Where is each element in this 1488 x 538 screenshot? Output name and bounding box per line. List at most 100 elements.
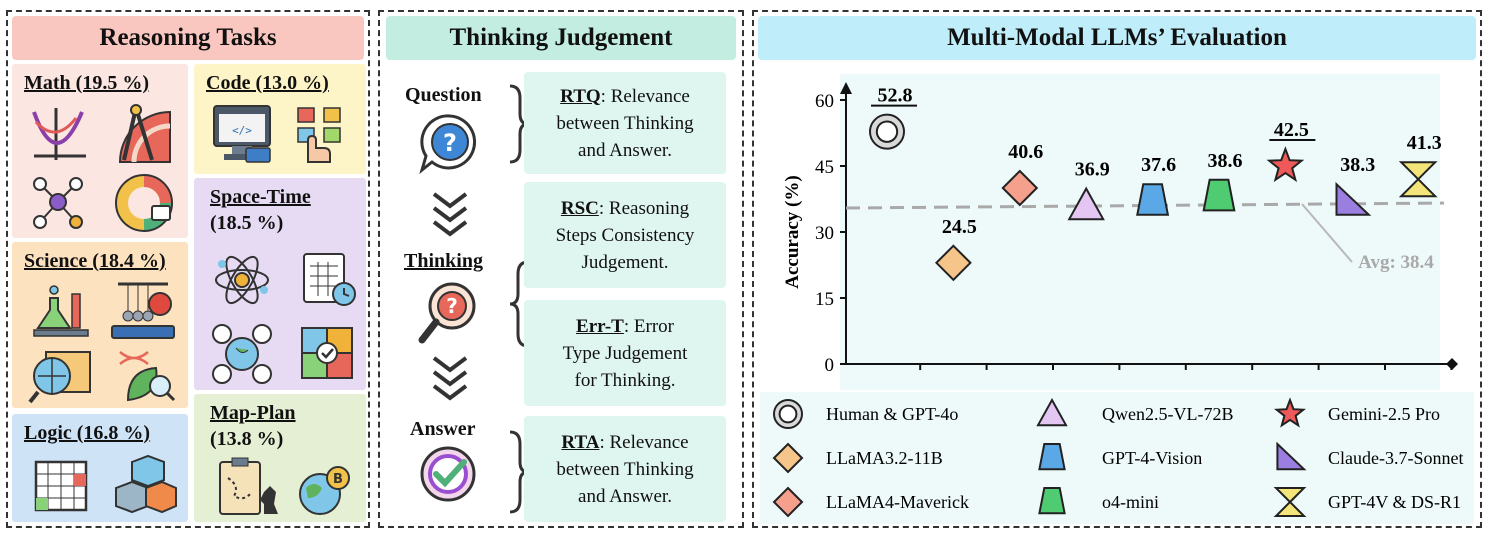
errt-line2: Type Judgement [562,342,688,364]
cubes-icon [115,454,177,514]
point-gemini-2-5-pro [1266,146,1305,183]
rsc-line2: Steps Consistency [555,224,695,246]
function-graph-icon [32,108,86,160]
point-llama3-2-11b [934,244,972,282]
reasoning-tasks-header: Reasoning Tasks [12,16,364,60]
y-axis-title: Accuracy (%) [782,175,803,288]
point-gpt-4v-ds-r1 [1398,161,1438,198]
value-label-gpt-4-vision: 37.6 [1141,154,1176,176]
calendar-clock-icon [303,253,356,306]
space-time-label-line2: (18.5 %) [210,212,284,234]
math-cell: Math (19.5 %) [12,64,188,238]
plot-area-background [840,74,1440,390]
reasoning-tasks-title: Reasoning Tasks [99,24,277,51]
chevrons-down-icon [432,192,468,237]
value-label-llama4-maverick: 40.6 [1008,141,1043,163]
brace-thinking-icon [509,260,529,348]
average-label: Avg: 38.4 [1358,252,1434,273]
reasoning-tasks-panel: Reasoning Tasks Math (19.5 %) [6,10,370,528]
rtq-line2: between Thinking [556,112,694,134]
rta-abbr: RTA [561,431,600,453]
question-bubble-icon: ? [419,114,477,174]
map-plan-label-line2: (13.8 %) [210,428,284,450]
y-tick-label: 15 [815,289,834,310]
donut-chart-icon [115,174,173,232]
science-cell: Science (18.4 %) [12,242,188,408]
legend-marker-human-gpt-4o-hole [778,404,798,424]
thinking-judgement-title: Thinking Judgement [449,24,673,51]
value-label-claude-3-7-sonnet: 38.3 [1340,154,1375,176]
legend-label-human-gpt-4o: Human & GPT-4o [826,404,958,424]
legend-label-gemini-2-5-pro: Gemini-2.5 Pro [1328,404,1440,424]
legend-marker-gpt-4-vision [1038,443,1066,471]
value-label-human-gpt-4o: 52.8 [878,85,913,107]
value-label-gemini-2-5-pro: 42.5 [1274,119,1309,141]
world-clocks-icon [212,324,272,384]
svg-text:</>: </> [232,124,252,137]
dna-leaf-icon [119,351,176,402]
legend-marker-llama4-maverick [772,486,804,518]
code-label: Code (13.0 %) [206,72,329,94]
legend-marker-gpt-4v-ds-r1 [1273,487,1307,517]
legend-label-gpt-4v-ds-r1: GPT-4V & DS-R1 [1328,492,1461,512]
legend-label-gpt-4-vision: GPT-4-Vision [1102,448,1202,468]
y-axis-arrow [840,82,852,94]
rtq-line1: : Relevance [600,85,690,107]
legend-marker-gemini-2-5-pro [1273,397,1307,428]
point-llama4-maverick [1001,169,1039,207]
average-pointer [1301,203,1353,263]
globe-map-icon [28,351,91,404]
molecule-icon [33,177,83,229]
chevrons-down-icon-2 [432,356,468,401]
rtq-line3: and Answer. [578,139,672,161]
legend-label-claude-3-7-sonnet: Claude-3.7-Sonnet [1328,448,1463,468]
point-claude-3-7-sonnet [1335,181,1372,216]
math-label: Math (19.5 %) [24,72,149,94]
errt-line1: : Error [623,315,674,337]
space-time-label-line1: Space-Time [210,186,311,208]
quiz-choice-icon [297,107,341,163]
compass-protractor-icon [118,104,171,163]
science-label: Science (18.4 %) [24,250,166,272]
rsc-abbr: RSC [560,197,599,219]
errt-abbr: Err-T [576,315,624,337]
answer-stage-label: Answer [410,418,476,440]
rta-line2: between Thinking [556,458,694,480]
lab-flask-icon [33,285,89,337]
space-time-cell: Space-Time (18.5 %) [194,178,366,390]
map-plan-cell: Map-Plan (13.8 %) B [194,394,366,522]
check-badge-icon [420,446,476,502]
legend-label-llama4-maverick: LLaMA4-Maverick [826,492,969,512]
y-tick-label: 45 [815,157,834,178]
question-stage-label: Question [405,84,482,106]
atom-icon [215,255,269,305]
logic-label: Logic (16.8 %) [24,422,151,444]
legend-marker-o4-mini [1038,487,1066,515]
rsc-line3: Judgement. [581,251,669,273]
rta-line3: and Answer. [578,485,672,507]
value-label-qwen2-5-vl-72b: 36.9 [1075,159,1110,181]
newton-cradle-icon [111,282,175,339]
thinking-judgement-panel: Thinking Judgement Question ? Thinking ?… [378,10,744,528]
rta-box: RTA: Relevance between Thinking and Answ… [524,416,726,522]
rsc-box: RSC: Reasoning Steps Consistency Judgeme… [524,182,726,288]
point-o4-mini [1202,178,1236,212]
thinking-stage-label: Thinking [404,250,483,272]
legend-marker-qwen2-5-vl-72b [1036,397,1068,427]
legend-label-o4-mini: o4-mini [1102,492,1159,512]
map-plan-label-line1: Map-Plan [210,402,296,424]
thinking-judgement-header: Thinking Judgement [386,16,736,60]
code-monitor-icon: </> [213,105,271,163]
code-cell: Code (13.0 %) </> [194,64,366,174]
globe-coin-icon: B [299,466,350,515]
svg-text:?: ? [443,129,457,157]
svg-text:?: ? [446,294,458,318]
y-tick-label: 60 [815,91,834,112]
y-tick-label: 30 [815,223,834,244]
value-label-gpt-4v-ds-r1: 41.3 [1407,132,1442,154]
rtq-abbr: RTQ [560,85,601,107]
evaluation-header: Multi-Modal LLMs’ Evaluation [758,16,1476,60]
puzzle-check-icon [301,327,353,379]
